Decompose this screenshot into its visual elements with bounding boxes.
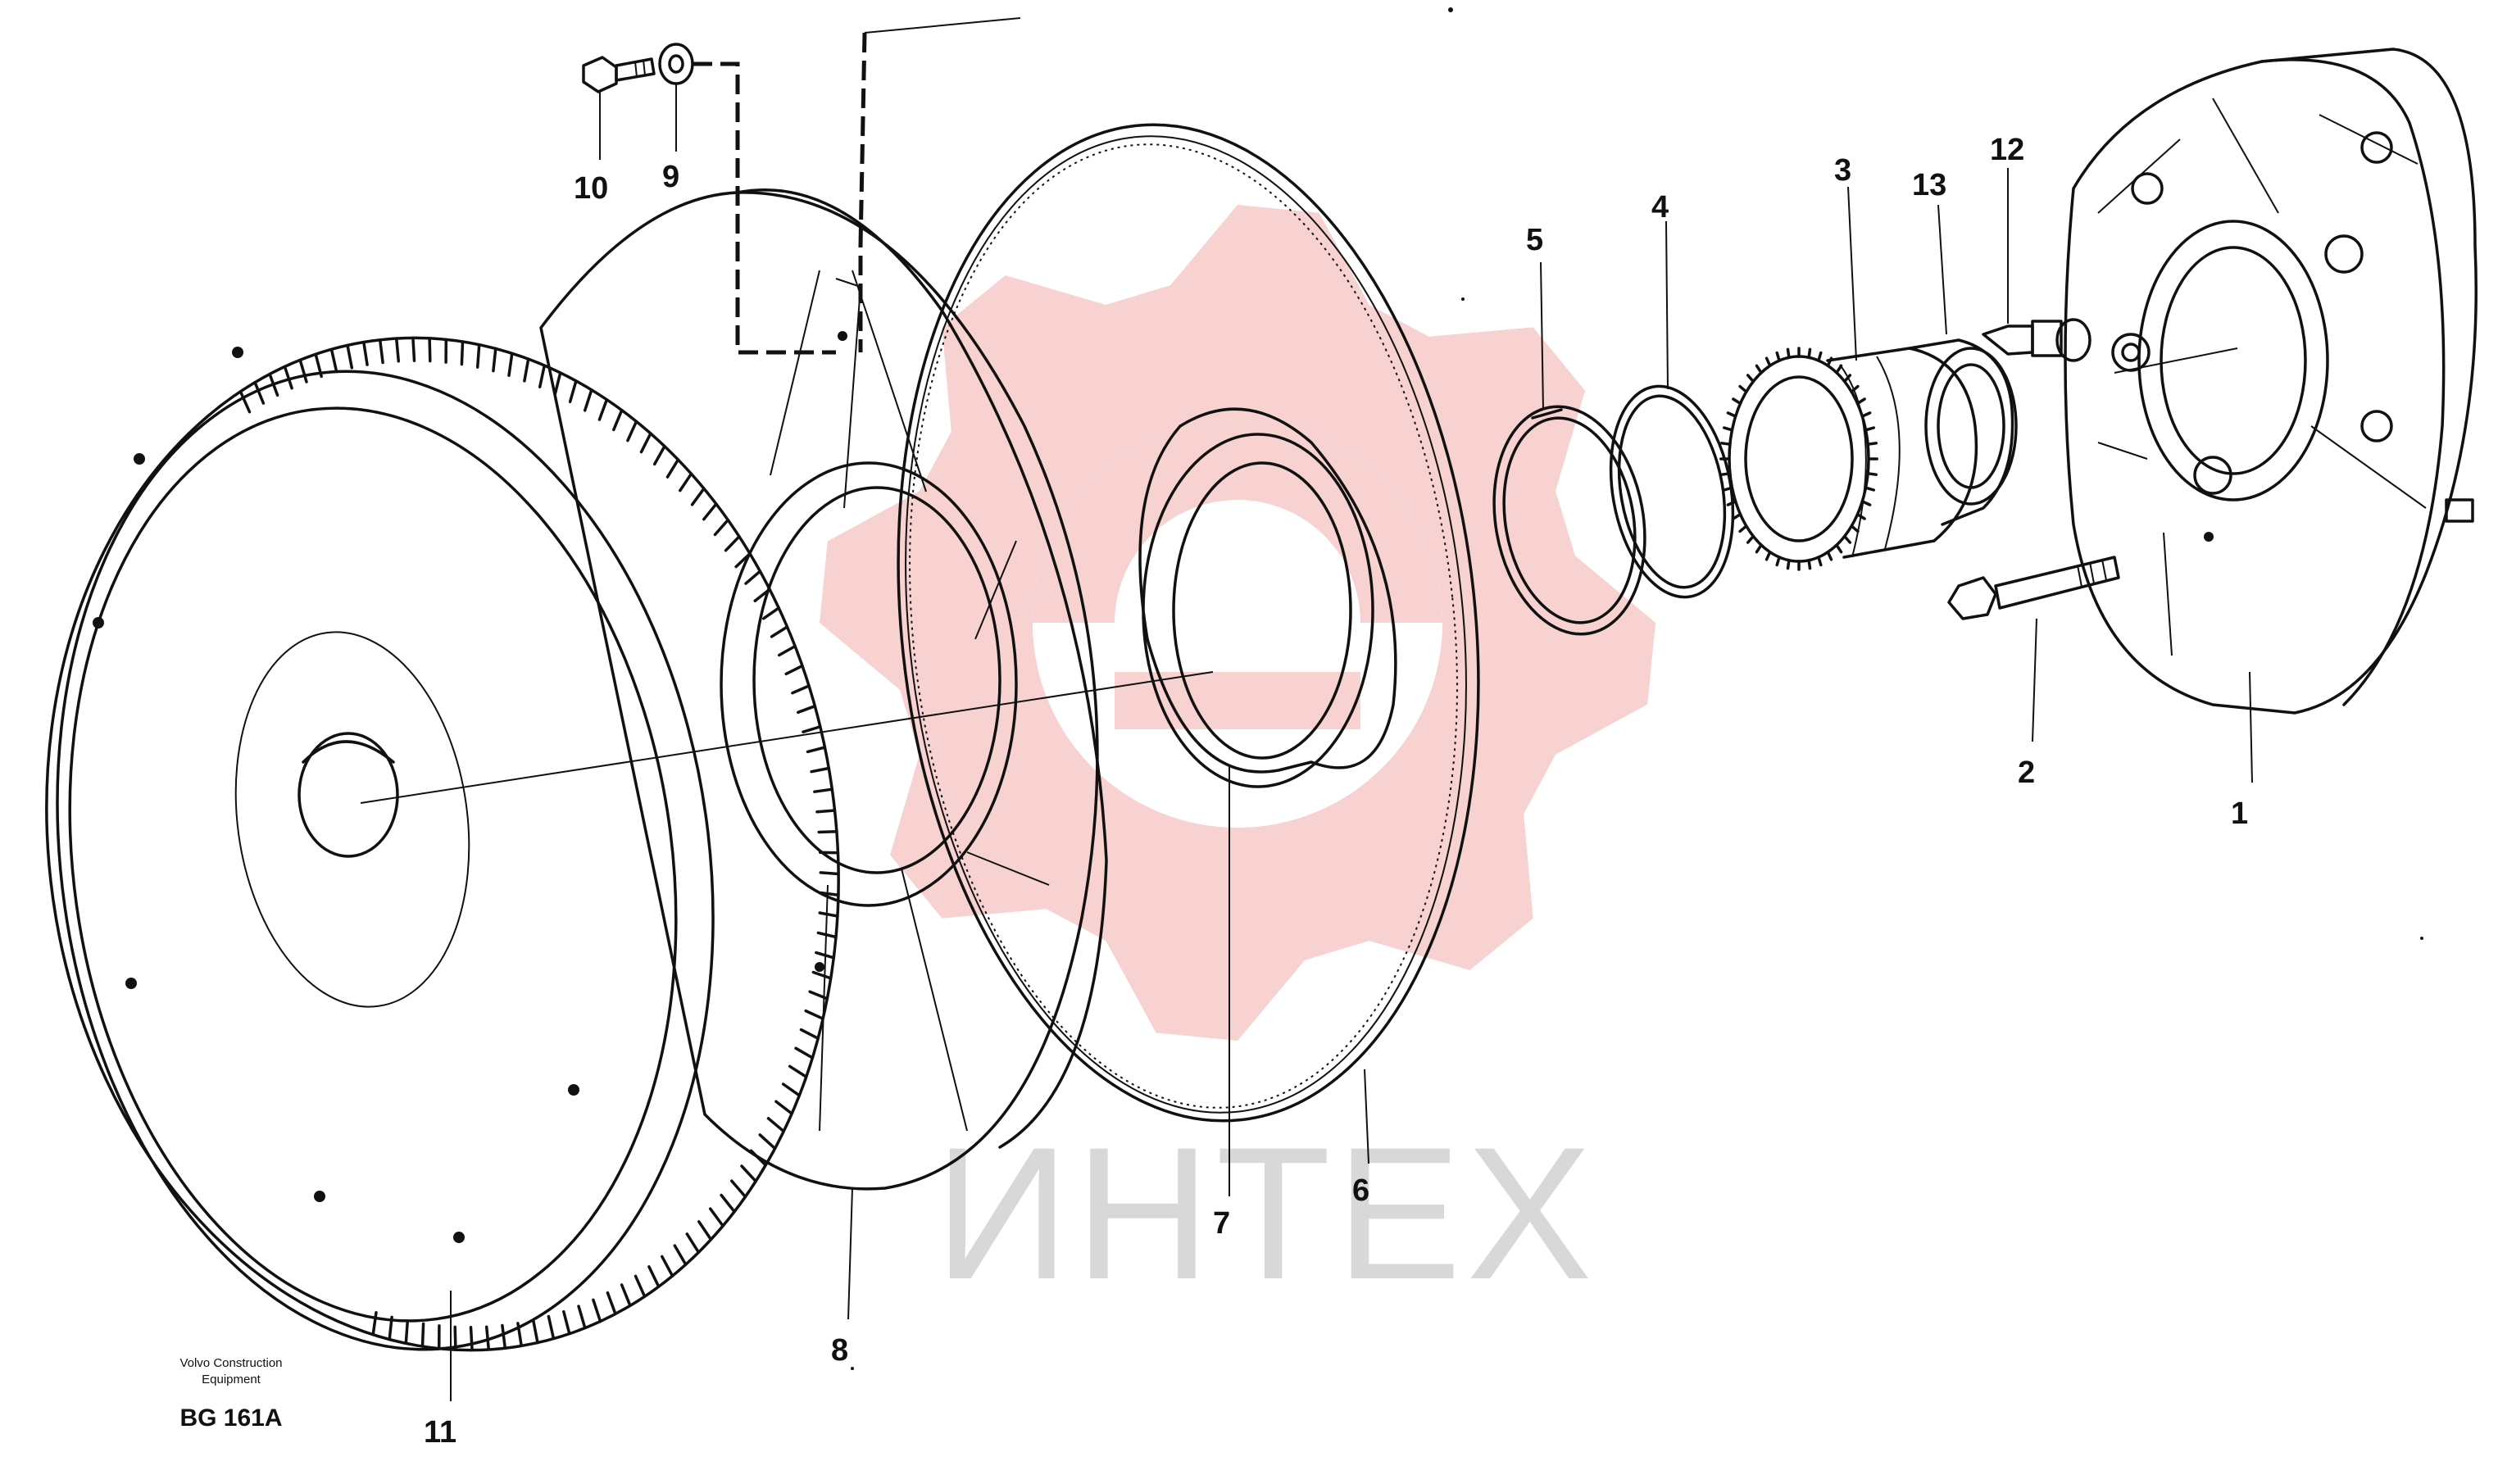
callout-8: 8 — [831, 1333, 848, 1368]
ring-gear-teeth — [238, 336, 840, 1352]
assembly-guide-lines — [693, 17, 1021, 355]
part-11-flywheel — [45, 336, 1214, 1352]
credit-line-2: Equipment — [202, 1373, 261, 1386]
watermark: ИНТЕХ — [820, 205, 1655, 1318]
callout-11: 11 — [424, 1415, 456, 1450]
figure-code: BG 161A — [179, 1405, 282, 1432]
part-4-o-ring — [1609, 384, 1735, 599]
scan-specks — [851, 7, 2423, 1370]
callout-10: 10 — [574, 171, 608, 206]
callout-4: 4 — [1651, 190, 1669, 225]
centre-axis-line — [360, 671, 1214, 804]
part-12-plug — [1982, 318, 2092, 362]
part-13-bearing — [1924, 347, 2018, 506]
figure-credit: Volvo Construction Equipment BG 161A — [179, 1356, 282, 1432]
part-2-bolt — [1947, 556, 2120, 620]
part-9-washer — [658, 43, 694, 85]
callout-7: 7 — [1213, 1206, 1230, 1241]
watermark-gear-icon — [820, 205, 1655, 1041]
watermark-text: ИНТЕХ — [934, 1108, 1597, 1318]
callout-6: 6 — [1352, 1173, 1369, 1208]
part-5-snap-ring — [1492, 405, 1646, 636]
part-1-pump-housing — [2064, 48, 2478, 715]
part-3-hub-assembly — [1719, 338, 2014, 571]
part-10-bolt — [582, 56, 656, 93]
part-7-seal-ring — [1138, 407, 1397, 788]
leader-lines — [450, 84, 2253, 1401]
callout-12: 12 — [1990, 133, 2024, 167]
callout-5: 5 — [1526, 223, 1543, 257]
callout-3: 3 — [1834, 153, 1851, 188]
credit-line-1: Volvo Construction — [179, 1356, 282, 1370]
callout-1: 1 — [2231, 796, 2248, 831]
callouts: 1 2 3 4 5 6 7 8 9 10 11 12 13 — [424, 133, 2248, 1450]
callout-13: 13 — [1912, 168, 1946, 202]
callout-9: 9 — [662, 160, 679, 194]
part-6-cover-disc — [897, 123, 1480, 1123]
callout-2: 2 — [2018, 756, 2035, 790]
